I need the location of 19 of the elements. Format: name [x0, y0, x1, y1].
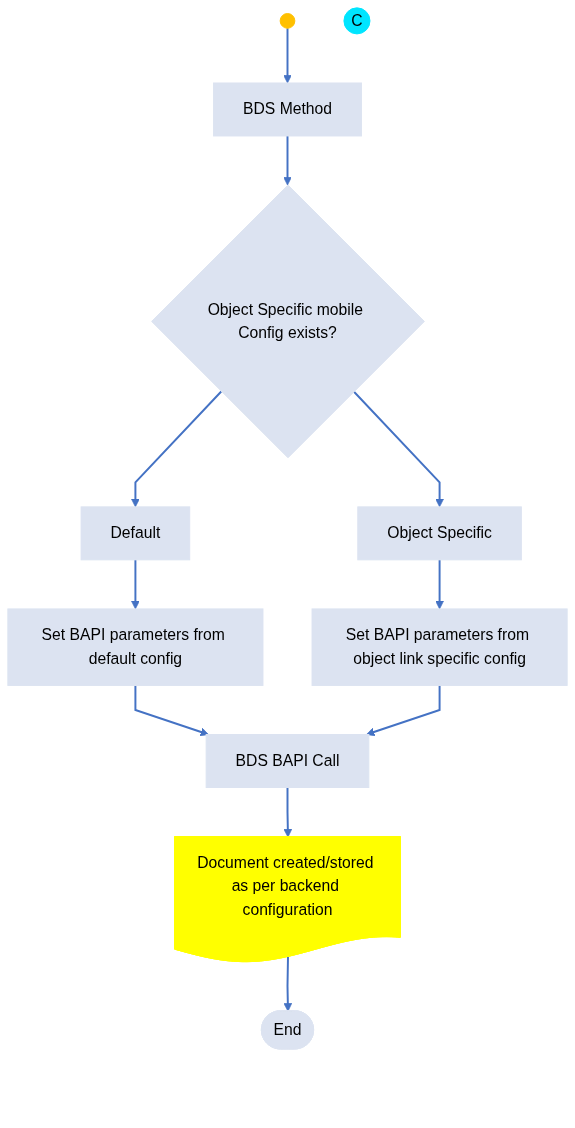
arrow — [283, 27, 292, 84]
node-box: Object Specific — [357, 506, 522, 561]
node-box: Set BAPI parameters from default config — [7, 608, 264, 686]
node-circle: C — [343, 7, 371, 35]
arrow — [131, 390, 223, 508]
arrow — [352, 390, 444, 508]
arrow — [134, 684, 209, 737]
node-box: Set BAPI parameters from object link specific config — [311, 608, 568, 686]
node-box: Default — [80, 506, 191, 561]
node-box: BDS Method — [213, 82, 362, 137]
arrow — [131, 558, 140, 610]
arrow — [283, 786, 293, 838]
arrow — [435, 558, 444, 610]
arrow — [283, 956, 293, 1012]
arrow — [366, 684, 441, 737]
node-box: BDS BAPI Call — [205, 734, 370, 788]
node-circle — [279, 13, 296, 29]
node-diamond: Object Specific mobile Config exists? — [151, 184, 425, 459]
arrow — [283, 135, 292, 186]
